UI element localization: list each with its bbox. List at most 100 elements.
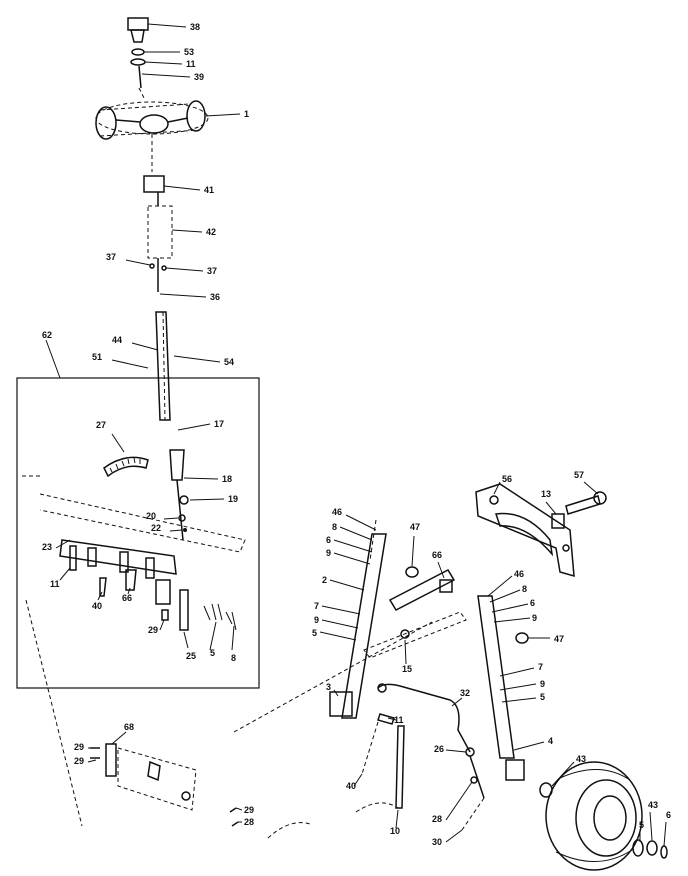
callout-label-c28b: 28 [244, 817, 254, 827]
callout-label-c5d: 5 [639, 820, 644, 830]
callout-label-c5a: 5 [210, 648, 215, 658]
leader-line-c46a [345, 514, 377, 531]
callout-label-c8b: 8 [332, 522, 337, 532]
pin-37a [149, 263, 155, 269]
callout-label-c6a: 6 [326, 535, 331, 545]
callout-label-c7a: 7 [314, 601, 319, 611]
bolt-11-c [377, 713, 395, 725]
leader-line-c29a [159, 619, 165, 631]
steering-shaft-44 [155, 311, 171, 421]
callout-label-c7b: 7 [538, 662, 543, 672]
leader-line-c8a [231, 625, 235, 651]
leader-line-c43b [649, 811, 653, 841]
bolt-15 [400, 629, 410, 639]
callout-label-c22: 22 [151, 523, 161, 533]
leader-line-c26 [445, 749, 467, 753]
callout-label-c29c: 29 [74, 756, 84, 766]
spindle-end [505, 759, 525, 781]
callout-label-c10: 10 [390, 826, 400, 836]
rim [575, 779, 637, 857]
leader-line-c25a [183, 631, 189, 649]
callout-label-c46a: 46 [332, 507, 342, 517]
callout-label-c25a: 25 [186, 651, 196, 661]
callout-label-c29b: 29 [74, 742, 84, 752]
callout-label-c42: 42 [206, 227, 216, 237]
bracket [59, 539, 177, 575]
callout-label-c66a: 66 [122, 593, 132, 603]
callout-label-c43a: 43 [576, 754, 586, 764]
leader-line-c22 [169, 529, 183, 532]
callout-label-c53: 53 [184, 47, 194, 57]
leader-line-c9c [493, 617, 531, 623]
callout-label-c30: 30 [432, 837, 442, 847]
rod-40 [361, 721, 379, 775]
callout-label-c26: 26 [434, 744, 444, 754]
callout-label-c56: 56 [502, 474, 512, 484]
callout-label-c43b: 43 [648, 800, 658, 810]
leader-line-c51 [111, 359, 149, 369]
bracket-68 [90, 743, 311, 839]
leader-line-c32 [451, 697, 463, 707]
leader-line-c19 [189, 498, 225, 501]
callout-label-c6b: 6 [530, 598, 535, 608]
leader-line-c7a [321, 605, 361, 615]
shaft-dash [138, 87, 146, 101]
leader-line-c10 [395, 809, 399, 829]
leader-line-c43a [551, 761, 575, 787]
leader-line-c66b [437, 561, 445, 579]
callout-label-c68: 68 [124, 722, 134, 732]
plate-68 [105, 743, 117, 777]
steering-wheel [95, 100, 209, 140]
callout-label-c32: 32 [460, 688, 470, 698]
callout-label-c37a: 37 [106, 252, 116, 262]
callout-label-c5c: 5 [540, 692, 545, 702]
leader-line-c54 [173, 355, 221, 363]
callout-label-c40a: 40 [92, 601, 102, 611]
washer-11 [130, 58, 146, 66]
callout-label-c8c: 8 [522, 584, 527, 594]
shaft-top [138, 65, 142, 89]
callout-label-c11b: 11 [50, 579, 60, 589]
leader-line-c29c [87, 759, 97, 763]
callout-label-c9a: 9 [326, 548, 331, 558]
callout-label-c66b: 66 [432, 550, 442, 560]
leader-line-c11a [144, 61, 183, 65]
leader-line-c68 [111, 731, 127, 745]
leader-line-c6b [491, 603, 529, 613]
callout-label-c17: 17 [214, 419, 224, 429]
callout-label-c19: 19 [228, 494, 238, 504]
callout-label-c9c: 9 [532, 613, 537, 623]
callout-label-c54: 54 [224, 357, 234, 367]
leader-line-c66a [127, 587, 131, 595]
leader-line-c37b [165, 267, 204, 272]
callout-label-c8a: 8 [231, 653, 236, 663]
springs-5 [203, 603, 237, 631]
leader-line-c5a [209, 621, 217, 651]
leader-line-c5b [319, 631, 357, 641]
leader-line-c56 [493, 481, 501, 495]
steering-plate [39, 493, 246, 553]
leader-line-c9a [333, 552, 371, 565]
callout-label-c1: 1 [244, 109, 249, 119]
nut-22 [183, 528, 187, 532]
leader-line-c41 [163, 185, 201, 191]
callout-label-c47b: 47 [554, 634, 564, 644]
leader-line-c38 [147, 23, 187, 28]
tire [545, 761, 643, 871]
spacer [155, 579, 171, 605]
callout-label-c39: 39 [194, 72, 204, 82]
leader-line-c39 [141, 73, 191, 78]
leader-line-c15 [404, 639, 407, 665]
bolt-57 [565, 495, 601, 515]
steering-column-assembly [95, 17, 209, 421]
bearing-19 [179, 495, 189, 505]
callout-label-c11c: 11 [394, 715, 404, 725]
nut-47-b [515, 632, 529, 644]
pinion-18 [169, 449, 185, 481]
leader-line-c28a [445, 781, 473, 821]
leader-line-c18 [183, 477, 219, 480]
callout-label-c23: 23 [42, 542, 52, 552]
leader-line-c13 [545, 501, 557, 515]
callout-label-c51: 51 [92, 352, 102, 362]
washer-43-b [632, 839, 644, 857]
